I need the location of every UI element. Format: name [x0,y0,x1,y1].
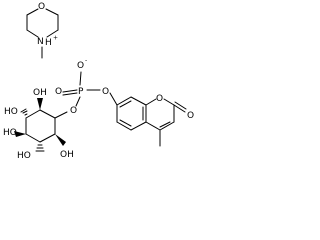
atom-o: O [38,2,45,12]
bond [62,89,78,93]
atom-o: O [102,87,109,97]
phosphate-group: O - O P O O [55,58,118,116]
bond [39,109,56,119]
coumarin: O O [116,94,194,147]
atom-o: O [70,106,77,116]
atom-oh: OH [60,150,74,160]
bond-double [119,119,132,127]
atom-h: H [45,38,52,48]
bond [26,29,39,38]
morpholinium: O N H + [26,2,59,59]
hashed-bond [20,108,28,116]
atom-oh: OH [33,88,47,98]
bond [75,96,81,107]
charge-plus: + [53,35,58,42]
bond-double [119,100,132,108]
atom-ho: HO [3,128,17,138]
bond [26,8,39,16]
bond [130,121,147,131]
bond [62,92,78,96]
bond [46,29,59,38]
atom-ho: HO [4,107,18,117]
bond [159,121,175,131]
atom-o-minus: O [77,61,84,71]
bond [116,121,132,131]
atom-n: N [37,37,44,47]
bond [39,133,56,143]
atom-ho: HO [17,151,31,161]
inositol-ring: OH HO HO HO OH [3,88,74,161]
bond [116,96,132,106]
bond [173,104,186,113]
wedge-bond [37,98,43,110]
atom-o: O [55,87,62,97]
bond [109,92,118,106]
bond [54,111,68,119]
chemical-structure: O N H + O - O P O O [3,2,194,161]
bond [145,121,161,131]
bond [25,109,41,119]
wedge-bond [14,131,26,137]
bond [79,71,82,86]
bond-double [159,121,171,128]
hashed-bond [35,144,45,152]
atom-o: O [187,111,194,121]
wedge-bond [55,134,66,146]
bond [174,101,187,110]
bond [130,96,147,106]
atom-o: O [156,94,163,104]
bond [145,98,157,106]
bond [45,8,59,16]
atom-p: P [78,87,84,97]
bond [25,133,41,143]
charge-minus: - [85,58,87,65]
bond [163,98,175,106]
